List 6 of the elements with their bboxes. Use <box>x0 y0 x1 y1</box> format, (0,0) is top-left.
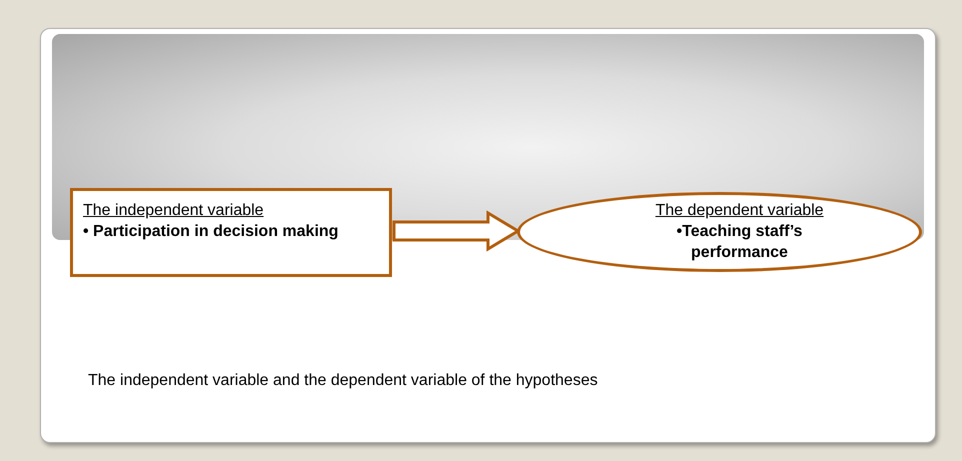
variable-item: • Participation in decision making <box>83 222 340 242</box>
variable-heading: The dependent variable <box>655 201 824 221</box>
variable-item: •Teaching staff’s performance <box>676 222 804 263</box>
caption: The independent variable and the dependent variable of the hypotheses <box>88 371 598 391</box>
variable-box <box>70 188 392 277</box>
variable-heading: The independent variable <box>83 201 265 221</box>
